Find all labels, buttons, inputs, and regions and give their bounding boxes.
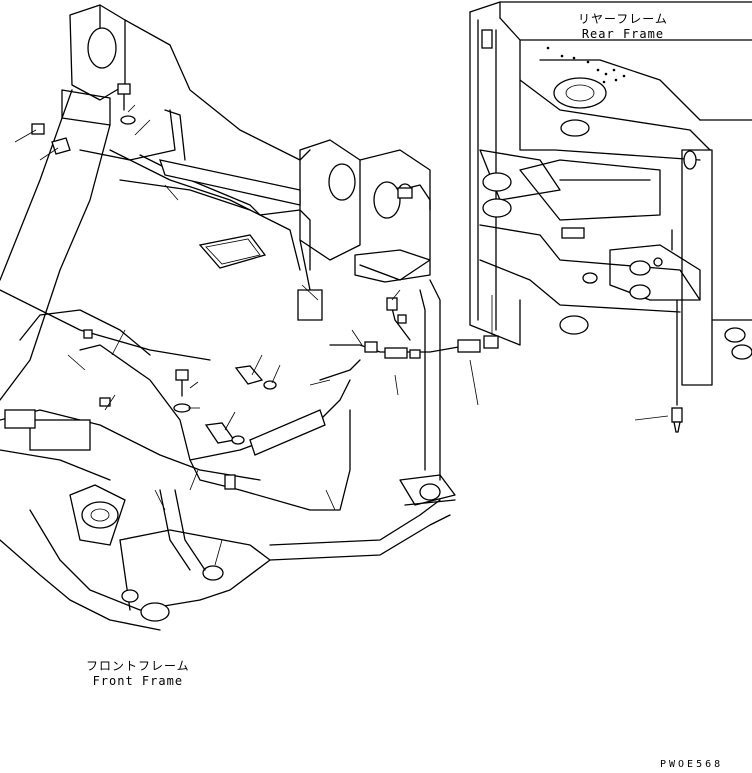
leader-lines (14, 104, 669, 566)
rear-frame-label-jp: リヤーフレーム (578, 12, 668, 26)
rear-frame-label-en: Rear Frame (581, 27, 665, 41)
rear-frame-label: リヤーフレーム Rear Frame (578, 12, 668, 42)
grease-tubes (19, 109, 499, 511)
front-frame (0, 4, 456, 631)
drawing-code: PWOE568 (660, 759, 724, 770)
front-frame-label: フロントフレーム Front Frame (86, 659, 190, 689)
front-frame-label-en: Front Frame (92, 674, 184, 688)
bolt-pattern (546, 46, 626, 84)
front-frame-label-jp: フロントフレーム (86, 659, 190, 673)
rear-frame (469, 1, 752, 433)
